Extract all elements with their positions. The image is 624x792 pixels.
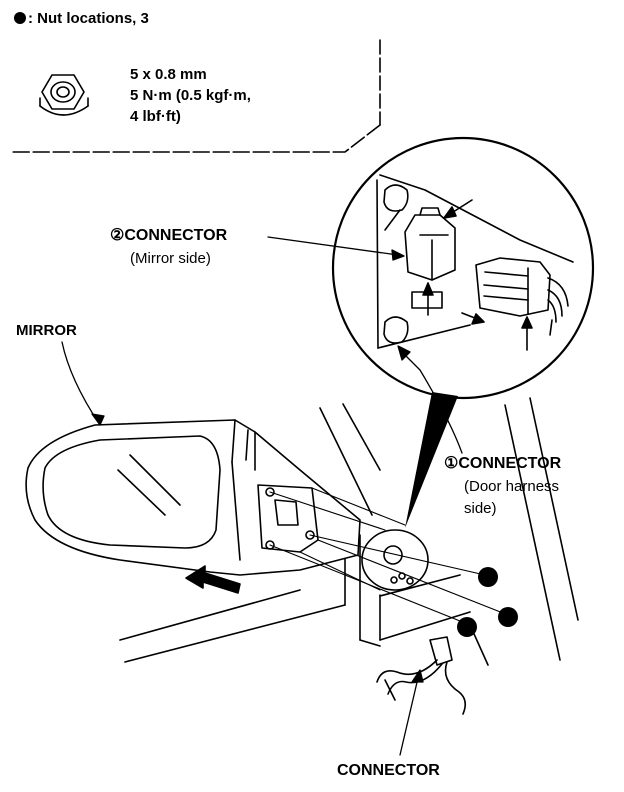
detail-circle	[331, 136, 595, 400]
detail-leader	[405, 392, 458, 528]
nut-torque-line2: 4 lbf·ft)	[130, 108, 181, 125]
mirror-body	[25, 419, 361, 576]
connector1-sublabel-2: side)	[464, 500, 497, 517]
spec-box-border	[9, 39, 381, 153]
loose-connector	[376, 636, 467, 715]
connector1-label: ①CONNECTOR	[444, 455, 562, 472]
connector-bottom-label: CONNECTOR	[337, 762, 440, 779]
nut-marker	[457, 617, 477, 637]
label-leaders	[61, 236, 463, 756]
connector2-label: ②CONNECTOR	[110, 227, 228, 244]
nut-marker-symbol	[14, 12, 26, 24]
alignment-lines	[269, 487, 509, 626]
door-frame	[119, 397, 579, 666]
nut-locations-legend: : Nut locations, 3	[14, 10, 149, 28]
nut-location-markers	[457, 567, 518, 637]
nut-marker	[498, 607, 518, 627]
mirror-label: MIRROR	[16, 322, 77, 339]
nut-spec: 5 x 0.8 mm 5 N·m (0.5 kgf·m, 4 lbf·ft)	[130, 64, 251, 127]
motion-arrow	[185, 565, 241, 594]
flange-nut-icon	[39, 74, 89, 116]
nut-marker	[478, 567, 498, 587]
door-opening	[361, 529, 429, 591]
connector2-sublabel: (Mirror side)	[130, 250, 211, 267]
nut-torque-line1: 5 N·m (0.5 kgf·m,	[130, 87, 251, 104]
nut-size: 5 x 0.8 mm	[130, 66, 207, 83]
legend-text: : Nut locations, 3	[28, 10, 149, 27]
connector1-sublabel-1: (Door harness	[464, 478, 560, 495]
